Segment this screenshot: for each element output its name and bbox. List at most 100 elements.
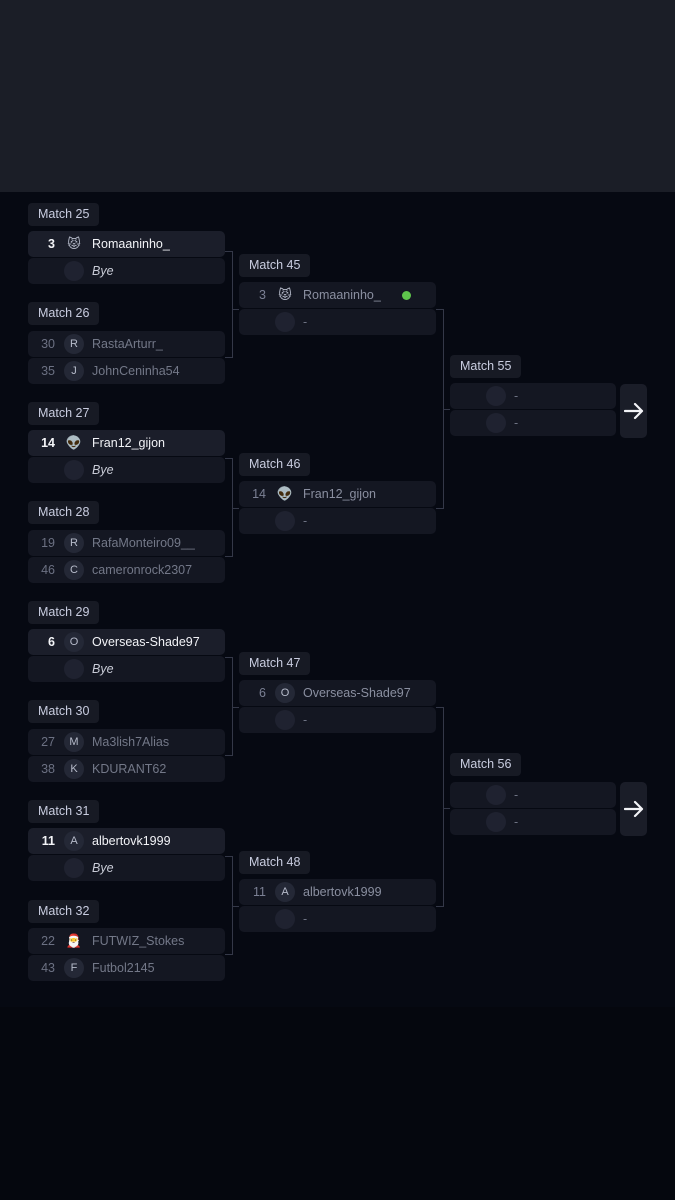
empty-avatar-icon xyxy=(64,659,84,679)
match-45-player-2[interactable]: - xyxy=(239,309,436,335)
match-30-player-2[interactable]: 38 K KDURANT62 xyxy=(28,756,225,782)
connector xyxy=(232,251,233,358)
player-name: Ma3lish7Alias xyxy=(92,735,170,749)
connector xyxy=(232,458,233,557)
connector xyxy=(225,856,233,857)
match-27-player-2[interactable]: Bye xyxy=(28,457,225,483)
player-name: Bye xyxy=(92,463,114,477)
next-round-button[interactable] xyxy=(620,782,647,836)
match-55-player-1[interactable]: - xyxy=(450,383,616,409)
cat-avatar-icon: 😾 xyxy=(67,236,81,251)
match-label: Match 31 xyxy=(28,800,100,823)
player-name: Overseas-Shade97 xyxy=(92,635,200,649)
seed: 14 xyxy=(252,487,266,501)
player-name: KDURANT62 xyxy=(92,762,167,776)
match-47-player-2[interactable]: - xyxy=(239,707,436,733)
match-48-player-1[interactable]: 11 A albertovk1999 xyxy=(239,879,436,905)
player-name: Bye xyxy=(92,861,114,875)
player-name: - xyxy=(303,514,308,528)
match-46-player-1[interactable]: 14 👽 Fran12_gijon xyxy=(239,481,436,507)
match-26-player-2[interactable]: 35 J JohnCeninha54 xyxy=(28,358,225,384)
online-status-icon xyxy=(402,291,411,300)
bracket-area: Match 25 3 😾 Romaaninho_ Bye Match 26 30… xyxy=(0,192,675,1007)
footer-band xyxy=(0,1007,675,1200)
header-band xyxy=(0,0,675,192)
match-label: Match 47 xyxy=(239,652,311,675)
empty-avatar-icon xyxy=(486,386,506,406)
letter-avatar-icon: M xyxy=(64,732,84,752)
match-label: Match 27 xyxy=(28,402,100,425)
seed: 19 xyxy=(41,536,55,550)
empty-avatar-icon xyxy=(275,511,295,531)
match-label: Match 30 xyxy=(28,700,100,723)
player-name: - xyxy=(303,912,308,926)
player-name: Futbol2145 xyxy=(92,961,155,975)
letter-avatar-icon: F xyxy=(64,958,84,978)
match-31-player-1[interactable]: 11 A albertovk1999 xyxy=(28,828,225,854)
match-28-player-1[interactable]: 19 R RafaMonteiro09__ xyxy=(28,530,225,556)
match-29-player-1[interactable]: 6 O Overseas-Shade97 xyxy=(28,629,225,655)
letter-avatar-icon: C xyxy=(64,560,84,580)
match-25-player-2[interactable]: Bye xyxy=(28,258,225,284)
santa-avatar-icon: 🎅 xyxy=(65,933,83,948)
match-label: Match 46 xyxy=(239,453,311,476)
player-name: albertovk1999 xyxy=(303,885,382,899)
match-29-player-2[interactable]: Bye xyxy=(28,656,225,682)
connector xyxy=(232,508,239,509)
match-55-player-2[interactable]: - xyxy=(450,410,616,436)
connector xyxy=(225,954,233,955)
connector xyxy=(225,657,233,658)
connector xyxy=(443,409,450,410)
match-45-player-1[interactable]: 3 😾 Romaaninho_ xyxy=(239,282,436,308)
match-26-player-1[interactable]: 30 R RastaArturr_ xyxy=(28,331,225,357)
match-56-player-2[interactable]: - xyxy=(450,809,616,835)
letter-avatar-icon: A xyxy=(275,882,295,902)
seed: 27 xyxy=(41,735,55,749)
player-name: Bye xyxy=(92,662,114,676)
player-name: cameronrock2307 xyxy=(92,563,193,577)
seed: 3 xyxy=(259,288,266,302)
next-round-button[interactable] xyxy=(620,384,647,438)
letter-avatar-icon: R xyxy=(64,334,84,354)
match-label: Match 29 xyxy=(28,601,100,624)
letter-avatar-icon: O xyxy=(275,683,295,703)
match-25-player-1[interactable]: 3 😾 Romaaninho_ xyxy=(28,231,225,257)
connector xyxy=(225,251,233,252)
match-56-player-1[interactable]: - xyxy=(450,782,616,808)
connector xyxy=(225,755,233,756)
player-name: - xyxy=(303,713,308,727)
empty-avatar-icon xyxy=(64,460,84,480)
match-48-player-2[interactable]: - xyxy=(239,906,436,932)
connector xyxy=(232,309,239,310)
match-label: Match 32 xyxy=(28,900,100,923)
match-32-player-1[interactable]: 22 🎅 FUTWIZ_Stokes xyxy=(28,928,225,954)
seed: 38 xyxy=(41,762,55,776)
match-label: Match 26 xyxy=(28,302,100,325)
seed: 3 xyxy=(48,237,55,251)
match-27-player-1[interactable]: 14 👽 Fran12_gijon xyxy=(28,430,225,456)
seed: 14 xyxy=(41,436,55,450)
empty-avatar-icon xyxy=(486,812,506,832)
player-name: - xyxy=(514,416,519,430)
connector xyxy=(232,657,233,756)
match-label: Match 56 xyxy=(450,753,522,776)
match-31-player-2[interactable]: Bye xyxy=(28,855,225,881)
seed: 43 xyxy=(41,961,55,975)
match-46-player-2[interactable]: - xyxy=(239,508,436,534)
letter-avatar-icon: K xyxy=(64,759,84,779)
match-label: Match 45 xyxy=(239,254,311,277)
match-32-player-2[interactable]: 43 F Futbol2145 xyxy=(28,955,225,981)
player-name: RastaArturr_ xyxy=(92,337,163,351)
seed: 11 xyxy=(253,885,266,899)
seed: 22 xyxy=(41,934,55,948)
player-name: - xyxy=(514,389,519,403)
player-name: - xyxy=(303,315,308,329)
arrow-right-icon xyxy=(623,402,643,420)
seed: 46 xyxy=(41,563,55,577)
alien-avatar-icon: 👽 xyxy=(65,435,83,450)
match-47-player-1[interactable]: 6 O Overseas-Shade97 xyxy=(239,680,436,706)
match-label: Match 28 xyxy=(28,501,100,524)
arrow-right-icon xyxy=(623,800,643,818)
match-28-player-2[interactable]: 46 C cameronrock2307 xyxy=(28,557,225,583)
match-30-player-1[interactable]: 27 M Ma3lish7Alias xyxy=(28,729,225,755)
